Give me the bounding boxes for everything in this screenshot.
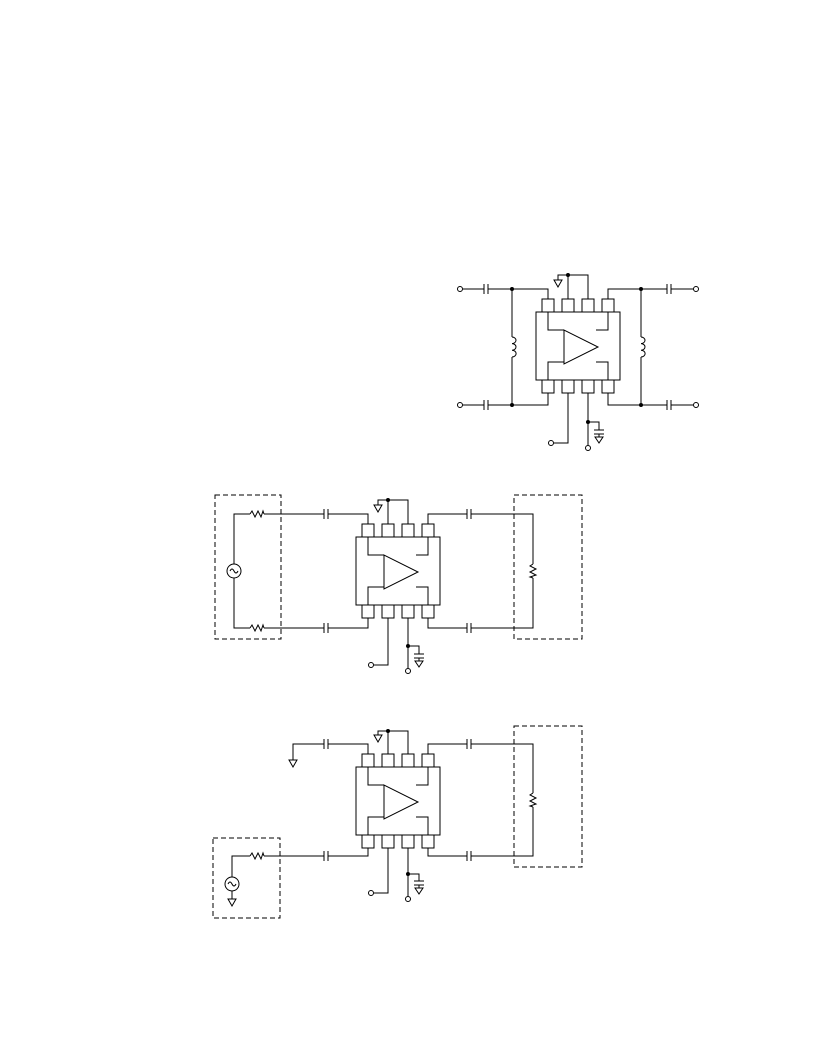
terminal bbox=[457, 402, 463, 408]
dc-blocking-capacitor bbox=[323, 850, 329, 862]
source-resistor bbox=[249, 510, 265, 518]
terminal bbox=[368, 662, 374, 668]
bias-inductor bbox=[640, 336, 646, 358]
dc-blocking-capacitor bbox=[323, 622, 329, 634]
terminal bbox=[548, 440, 554, 446]
decoupling-capacitor bbox=[413, 649, 425, 668]
terminal bbox=[405, 668, 411, 674]
dc-blocking-capacitor bbox=[323, 508, 329, 520]
dc-blocking-capacitor bbox=[666, 399, 672, 411]
wire bbox=[557, 274, 568, 280]
ground-symbol bbox=[288, 759, 298, 768]
terminal bbox=[457, 286, 463, 292]
wire bbox=[607, 288, 641, 299]
load-resistor bbox=[529, 563, 537, 579]
schematic-1 bbox=[457, 273, 699, 451]
dc-blocking-capacitor bbox=[466, 850, 472, 862]
schematic-2 bbox=[214, 494, 583, 674]
decoupling-capacitor bbox=[413, 876, 425, 895]
dc-blocking-capacitor bbox=[666, 283, 672, 295]
decoupling-capacitor bbox=[593, 425, 605, 444]
terminal bbox=[693, 402, 699, 408]
ground-symbol bbox=[227, 898, 237, 907]
terminal bbox=[405, 896, 411, 902]
amplifier-ic bbox=[355, 753, 441, 849]
source-box bbox=[214, 494, 282, 640]
source-box bbox=[212, 837, 281, 919]
ground-symbol bbox=[553, 279, 563, 288]
load-box bbox=[513, 494, 583, 640]
load-box bbox=[513, 725, 583, 868]
ground-symbol bbox=[373, 504, 383, 513]
schematic-3 bbox=[212, 725, 583, 919]
load-resistor bbox=[529, 792, 537, 808]
bias-inductor bbox=[511, 336, 517, 358]
ground-symbol bbox=[373, 734, 383, 743]
signal-source bbox=[226, 563, 242, 579]
wire bbox=[567, 274, 589, 299]
source-resistor bbox=[249, 624, 265, 632]
signal-source bbox=[224, 876, 240, 892]
wire bbox=[512, 288, 549, 299]
terminal bbox=[585, 445, 591, 451]
dc-blocking-capacitor bbox=[466, 508, 472, 520]
dc-blocking-capacitor bbox=[466, 622, 472, 634]
dc-blocking-capacitor bbox=[483, 283, 489, 295]
terminal bbox=[693, 286, 699, 292]
amplifier-ic bbox=[535, 298, 621, 394]
amplifier-ic bbox=[355, 523, 441, 619]
source-resistor bbox=[249, 852, 265, 860]
dc-blocking-capacitor bbox=[466, 738, 472, 750]
terminal bbox=[368, 890, 374, 896]
dc-blocking-capacitor bbox=[483, 399, 489, 411]
dc-blocking-capacitor bbox=[323, 738, 329, 750]
